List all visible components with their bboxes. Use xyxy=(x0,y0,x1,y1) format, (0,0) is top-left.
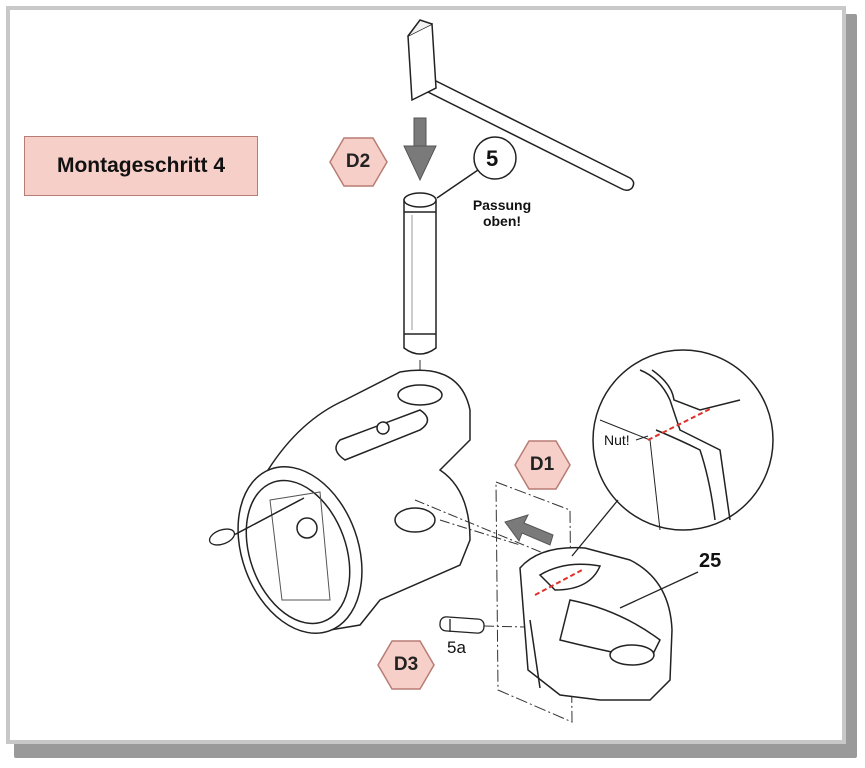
step-title: Montageschritt 4 xyxy=(24,136,258,196)
marker-d2-label: D2 xyxy=(345,151,371,172)
marker-d3-label: D3 xyxy=(393,654,419,675)
callout-5 xyxy=(436,136,517,199)
groove-line xyxy=(534,569,583,596)
arrow-down-icon xyxy=(403,117,437,182)
callout-25-label: 25 xyxy=(699,550,722,572)
detail-view xyxy=(592,349,774,531)
marker-d2 xyxy=(329,137,388,187)
detail-label-nut: Nut! xyxy=(604,432,630,448)
spring-clip xyxy=(208,497,305,546)
housing xyxy=(237,369,471,634)
fit-note-line2: oben! xyxy=(482,213,522,229)
mounting-plane xyxy=(495,481,573,723)
part-25 xyxy=(519,546,673,701)
marker-d3 xyxy=(377,640,435,690)
fit-note-line1: Passung xyxy=(472,197,532,213)
callout-5-label: 5 xyxy=(486,146,499,171)
hammer-icon xyxy=(407,19,635,192)
marker-d1-label: D1 xyxy=(529,454,555,475)
arrow-left-icon xyxy=(504,514,554,546)
callout-5a-label: 5a xyxy=(447,638,466,657)
marker-d1 xyxy=(514,440,571,490)
fit-note: Passung oben! xyxy=(458,197,546,229)
pin-5 xyxy=(403,192,437,355)
pin-5a xyxy=(439,616,485,634)
